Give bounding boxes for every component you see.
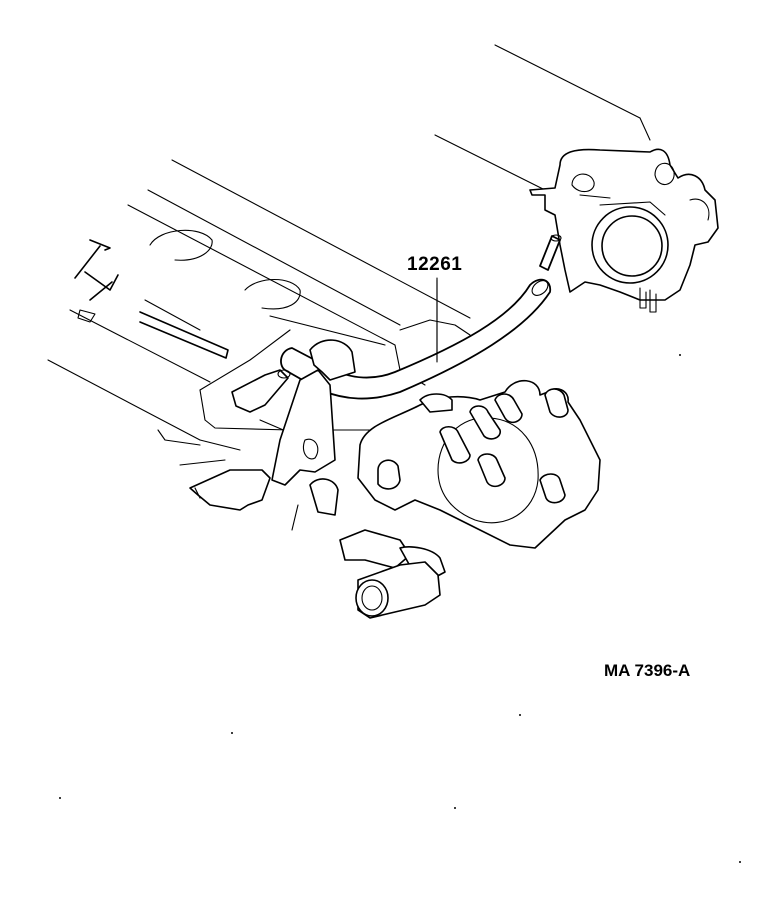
reference-code: MA 7396-A <box>604 661 691 680</box>
outlet-pipes <box>309 478 446 619</box>
bracket <box>271 339 356 531</box>
distributor <box>357 379 601 549</box>
throttle-body <box>529 148 719 313</box>
sensor <box>157 369 291 511</box>
engine-block-outline <box>47 44 651 451</box>
part-number-label: 12261 <box>407 254 463 275</box>
scan-specks <box>59 354 741 863</box>
